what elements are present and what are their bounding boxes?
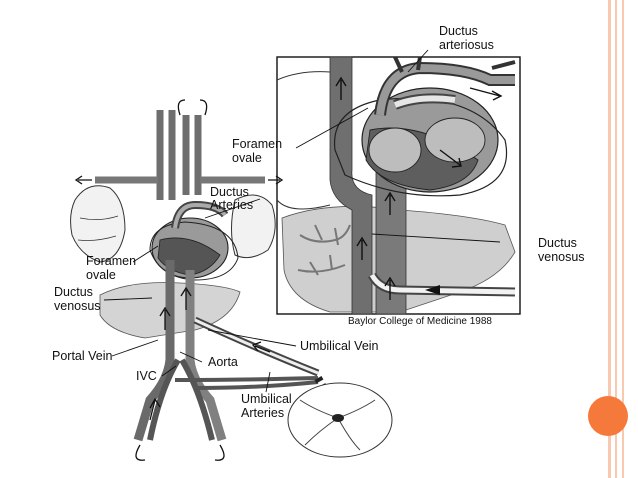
inset-panel <box>276 56 521 315</box>
decorative-stripe <box>608 0 611 478</box>
labels: Ductus arteriosus Foramen ovale Ductus A… <box>52 24 585 420</box>
label-ductus-venosus-right-2: venosus <box>538 250 585 264</box>
main-aorta <box>133 260 175 442</box>
decorative-stripe <box>615 0 617 478</box>
decorative-stripe <box>622 0 624 478</box>
left-lung <box>70 185 126 263</box>
label-ductus-arteriosus-2: arteriosus <box>439 38 494 52</box>
label-foramen-ovale-main-2: ovale <box>86 268 116 282</box>
leader-lines <box>103 49 501 393</box>
main-umbilical-arteries <box>174 376 319 390</box>
accent-circle <box>588 396 628 436</box>
label-ductus-arteries-1: Ductus <box>210 185 249 199</box>
label-foramen-ovale-inset-2: ovale <box>232 151 262 165</box>
label-umbilical-arteries-2: Arteries <box>241 406 284 420</box>
carotid-vessels <box>156 110 202 200</box>
label-ductus-venosus-left-2: venosus <box>54 299 101 313</box>
label-ductus-venosus-left-1: Ductus <box>54 285 93 299</box>
label-ivc: IVC <box>136 369 157 383</box>
label-umbilical-vein: Umbilical Vein <box>300 339 379 353</box>
label-ductus-arteries-2: Arteries <box>210 198 253 212</box>
label-aorta: Aorta <box>208 355 238 369</box>
label-ductus-venosus-right-1: Ductus <box>538 236 577 250</box>
label-foramen-ovale-main-1: Foramen <box>86 254 136 268</box>
main-figure <box>70 99 393 461</box>
label-foramen-ovale-inset-1: Foramen <box>232 137 282 151</box>
label-portal-vein: Portal Vein <box>52 349 113 363</box>
label-ductus-arteriosus-1: Ductus <box>439 24 478 38</box>
credit-text: Baylor College of Medicine 1988 <box>348 316 492 327</box>
right-lung <box>231 194 276 259</box>
label-umbilical-arteries-1: Umbilical <box>241 392 292 406</box>
